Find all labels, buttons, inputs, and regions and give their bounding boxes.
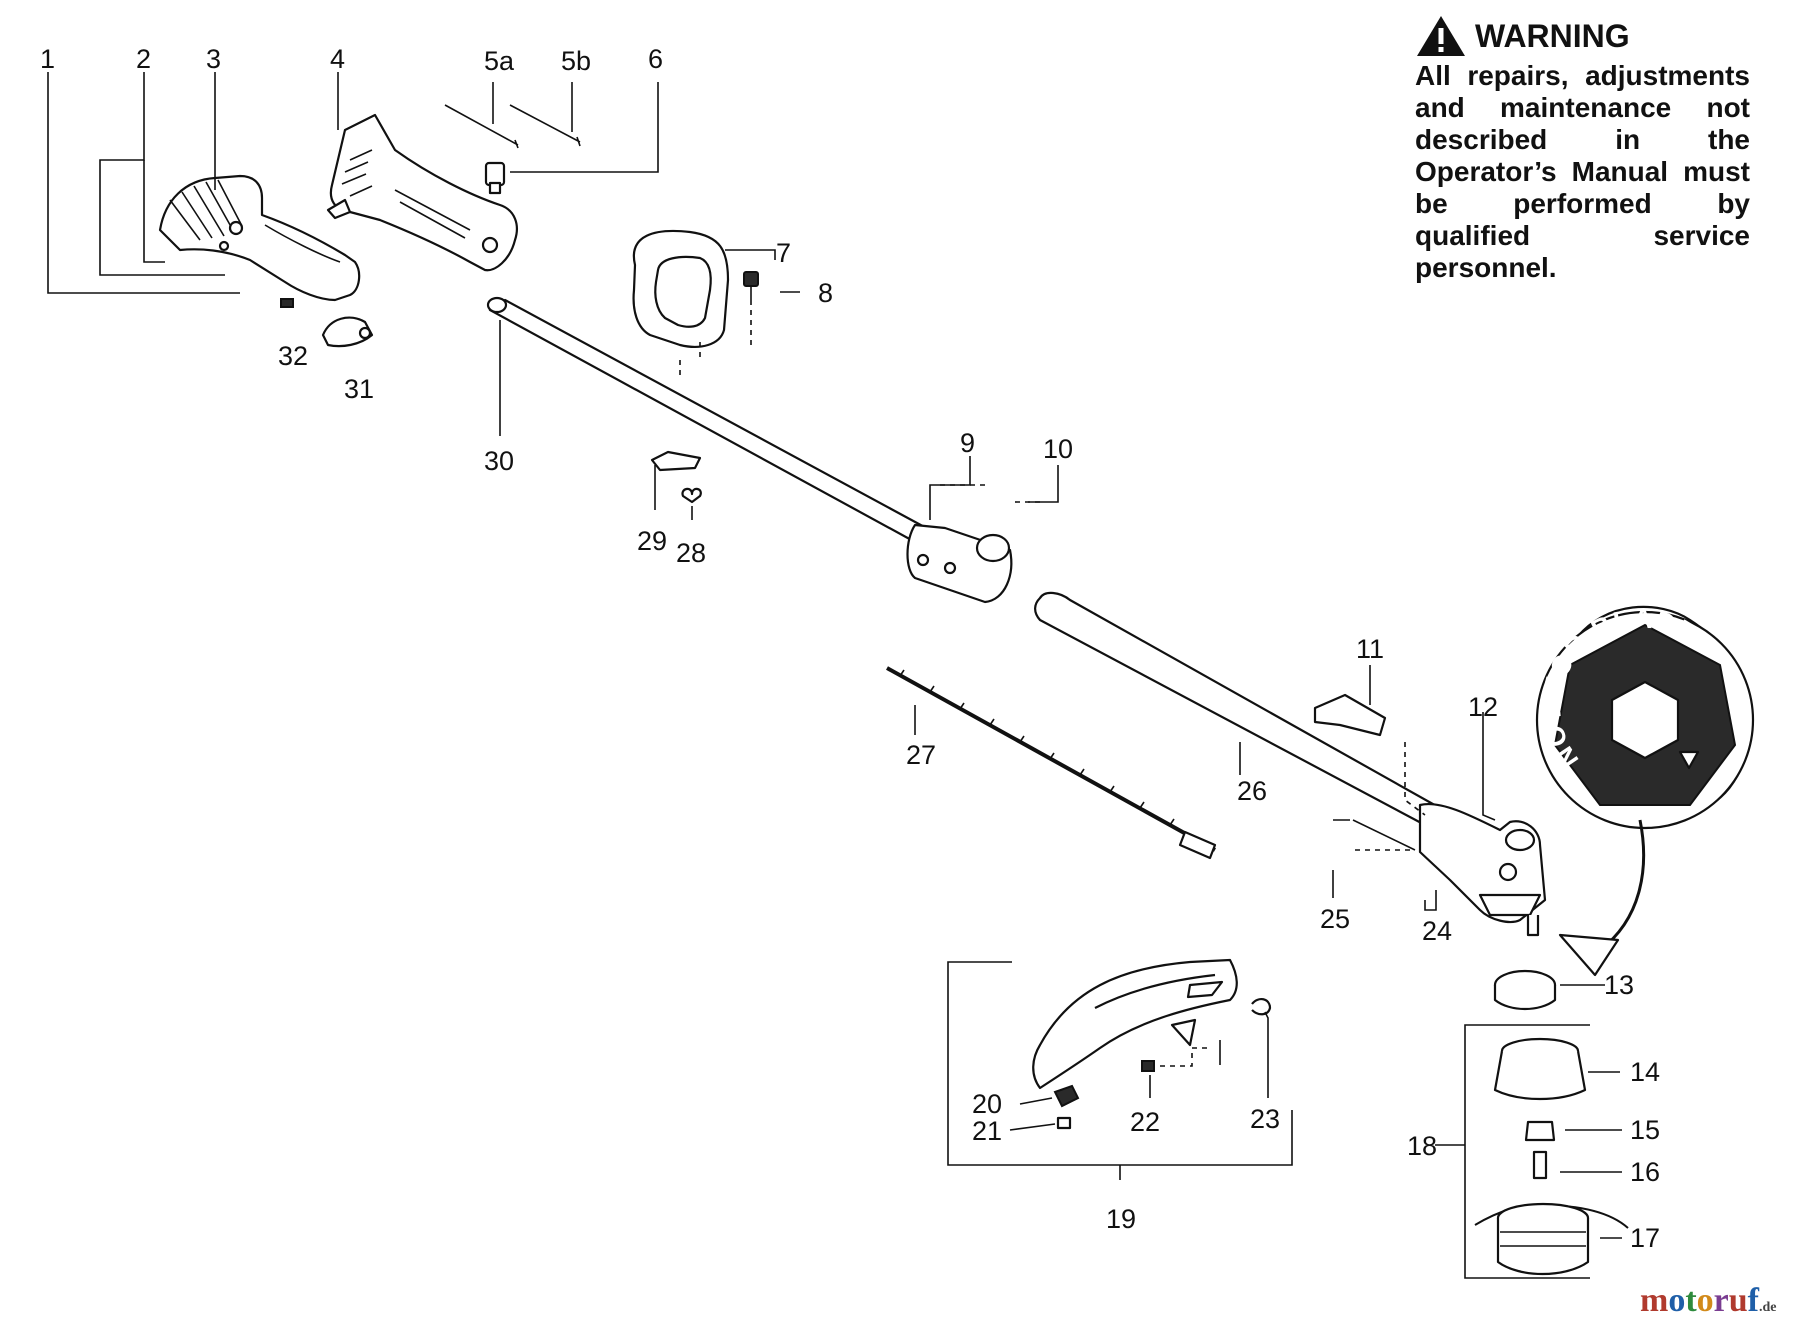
part-loop-handle (632, 229, 730, 348)
part-throttle-trigger (280, 298, 374, 348)
watermark-letter: t (1685, 1282, 1697, 1319)
callout-8: 8 (818, 278, 833, 308)
watermark-letter: m (1640, 1282, 1669, 1319)
watermark-letter: u (1728, 1282, 1748, 1319)
callout-24: 24 (1422, 916, 1452, 946)
callout-5b: 5b (561, 46, 591, 76)
callout-22: 22 (1130, 1107, 1160, 1137)
callout-14: 14 (1630, 1057, 1660, 1087)
callout-18: 18 (1407, 1131, 1437, 1161)
watermark-letter: o (1668, 1282, 1686, 1319)
callout-15: 15 (1630, 1115, 1660, 1145)
callout-3: 3 (206, 44, 221, 74)
callout-26: 26 (1237, 776, 1267, 806)
watermark-letter: o (1696, 1282, 1714, 1319)
part-coupler (906, 523, 1013, 604)
callout-17: 17 (1630, 1223, 1660, 1253)
warning-triangle-icon (1417, 16, 1465, 56)
callout-9: 9 (960, 428, 975, 458)
callout-21: 21 (972, 1116, 1002, 1146)
callout-10: 10 (1043, 434, 1073, 464)
part-bracket (1313, 693, 1387, 737)
part-throttle-cables (444, 104, 581, 149)
callout-1: 1 (40, 44, 55, 74)
callout-6: 6 (648, 44, 663, 74)
part-debris-guard (1032, 958, 1272, 1130)
callout-numbers: 1 2 3 4 5a 5b 6 7 8 9 10 11 12 13 14 15 … (40, 44, 1660, 1253)
callout-4: 4 (330, 44, 345, 74)
callout-7: 7 (776, 238, 791, 268)
part-switch (484, 161, 506, 195)
callout-29: 29 (637, 526, 667, 556)
part-trimmer-head (1474, 1037, 1629, 1276)
part-engine-cover (158, 174, 361, 302)
callout-2: 2 (136, 44, 151, 74)
part-gear-head (1418, 802, 1547, 937)
part-drive-shaft (886, 666, 1217, 860)
callout-25: 25 (1320, 904, 1350, 934)
hub-detail-inset (1535, 605, 1755, 977)
callout-5a: 5a (484, 46, 515, 76)
part-hub-nut (1493, 969, 1557, 1010)
part-engine-housing (326, 113, 518, 272)
callout-11: 11 (1356, 634, 1384, 664)
warning-notice: WARNING All repairs, adjustments and mai… (1415, 14, 1750, 284)
callout-13: 13 (1604, 970, 1634, 1000)
callout-16: 16 (1630, 1157, 1660, 1187)
callout-19: 19 (1106, 1204, 1136, 1234)
callout-32: 32 (278, 341, 308, 371)
warning-body: All repairs, adjustments and maintenance… (1415, 60, 1750, 283)
callout-20: 20 (972, 1089, 1002, 1119)
callout-27: 27 (906, 740, 936, 770)
part-clip-and-wing-nut (650, 450, 702, 504)
part-handle-bolt (743, 271, 759, 300)
callout-30: 30 (484, 446, 514, 476)
callout-12: 12 (1468, 692, 1498, 722)
watermark-brand: motoruf (1640, 1282, 1759, 1319)
watermark-letter: r (1713, 1282, 1729, 1319)
watermark-tld: .de (1759, 1300, 1777, 1315)
leader-lines (47, 72, 1622, 1279)
callout-28: 28 (676, 538, 706, 568)
callout-31: 31 (344, 374, 374, 404)
watermark-letter: f (1747, 1282, 1759, 1319)
warning-title: WARNING (1475, 18, 1630, 54)
warning-title-row: WARNING (1415, 14, 1750, 58)
callout-23: 23 (1250, 1104, 1280, 1134)
watermark-logo: motoruf.de (1640, 1282, 1777, 1320)
